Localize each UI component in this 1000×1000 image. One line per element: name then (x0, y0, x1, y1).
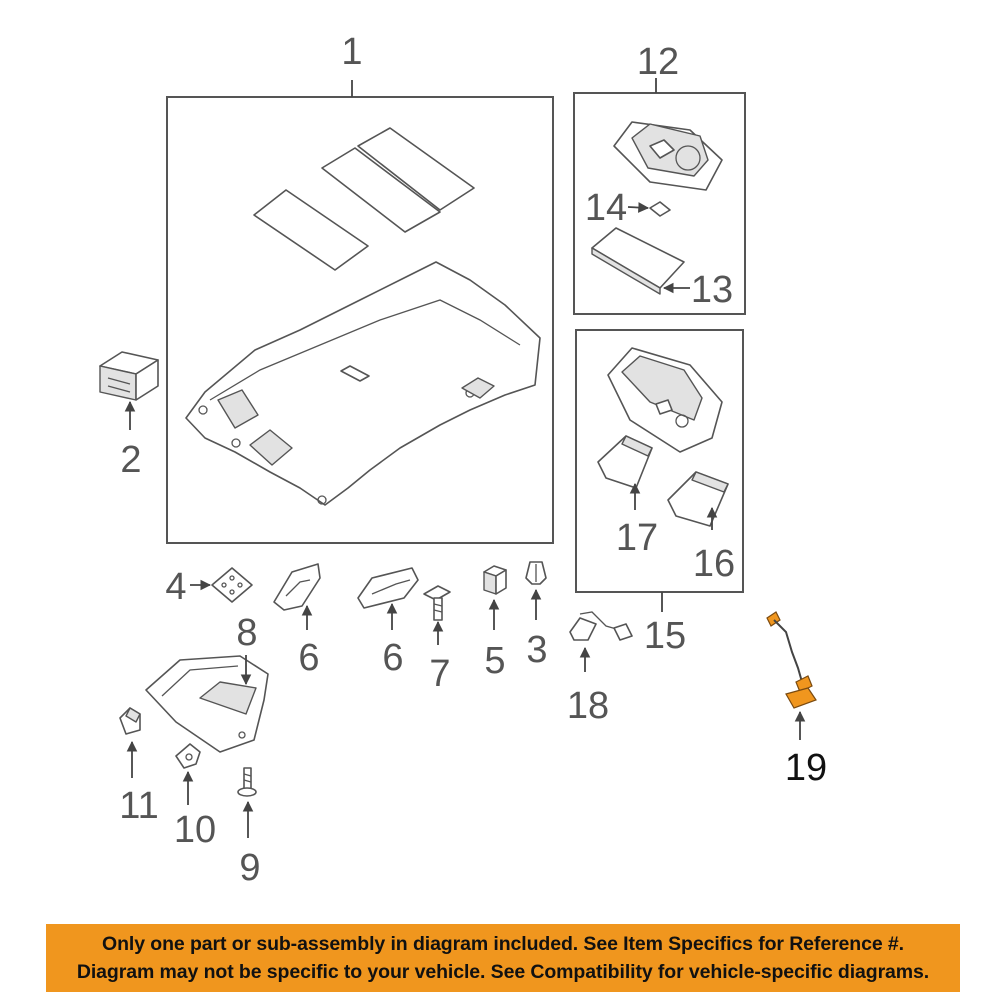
callout-6b: 6 (382, 637, 403, 679)
headliner-part[interactable] (185, 127, 541, 506)
room-lamp-group-frame (575, 329, 744, 593)
callout-18: 18 (567, 685, 609, 727)
callout-17: 17 (616, 517, 658, 559)
callout-13: 13 (691, 269, 733, 311)
clip-block-part-2[interactable] (99, 351, 159, 401)
room-lamp-housing-part-15[interactable] (607, 347, 723, 453)
clip-part-3[interactable] (525, 561, 547, 585)
callout-16: 16 (693, 543, 735, 585)
visor-clip-part-11[interactable] (119, 707, 141, 735)
callout-11: 11 (119, 785, 158, 827)
map-lamp-bulb-part-14[interactable] (649, 201, 671, 217)
pad-part-4[interactable] (211, 567, 253, 603)
callout-10: 10 (174, 809, 216, 851)
callout-14: 14 (585, 187, 627, 229)
bracket-harness-part-18[interactable] (569, 611, 633, 641)
callout-5: 5 (484, 640, 505, 682)
map-lamp-group-frame (573, 92, 746, 315)
visor-cover-part-10[interactable] (175, 743, 201, 769)
callout-9: 9 (239, 847, 260, 889)
room-lamp-lens-part-17[interactable] (597, 435, 653, 489)
highlighted-harness-part-19[interactable] (766, 611, 817, 709)
visor-screw-part-9[interactable] (237, 767, 257, 797)
notice-banner: Only one part or sub-assembly in diagram… (46, 924, 960, 992)
screw-part-7[interactable] (423, 585, 451, 621)
callout-15: 15 (644, 615, 686, 657)
callout-7: 7 (429, 653, 450, 695)
headliner-group-frame (166, 96, 554, 544)
callout-6a: 6 (298, 637, 319, 679)
map-lamp-housing-part-12[interactable] (613, 121, 723, 191)
sun-visor-part-8[interactable] (145, 655, 269, 753)
callout-1: 1 (341, 31, 362, 73)
room-lamp-lens-part-16[interactable] (667, 471, 729, 527)
notice-line-2: Diagram may not be specific to your vehi… (76, 961, 930, 983)
callout-8: 8 (236, 612, 257, 654)
callout-3: 3 (526, 629, 547, 671)
map-lamp-lens-part-13[interactable] (591, 227, 685, 295)
callout-12: 12 (637, 41, 679, 83)
notice-line-1: Only one part or sub-assembly in diagram… (102, 933, 904, 955)
clip-part-5[interactable] (483, 565, 507, 595)
callout-2: 2 (120, 439, 141, 481)
callout-19: 19 (785, 747, 827, 789)
assist-grip-cover-part-6a[interactable] (273, 563, 321, 611)
callout-14-arrow (627, 202, 650, 213)
assist-grip-cover-part-6b[interactable] (357, 567, 419, 609)
callout-4: 4 (165, 566, 186, 608)
